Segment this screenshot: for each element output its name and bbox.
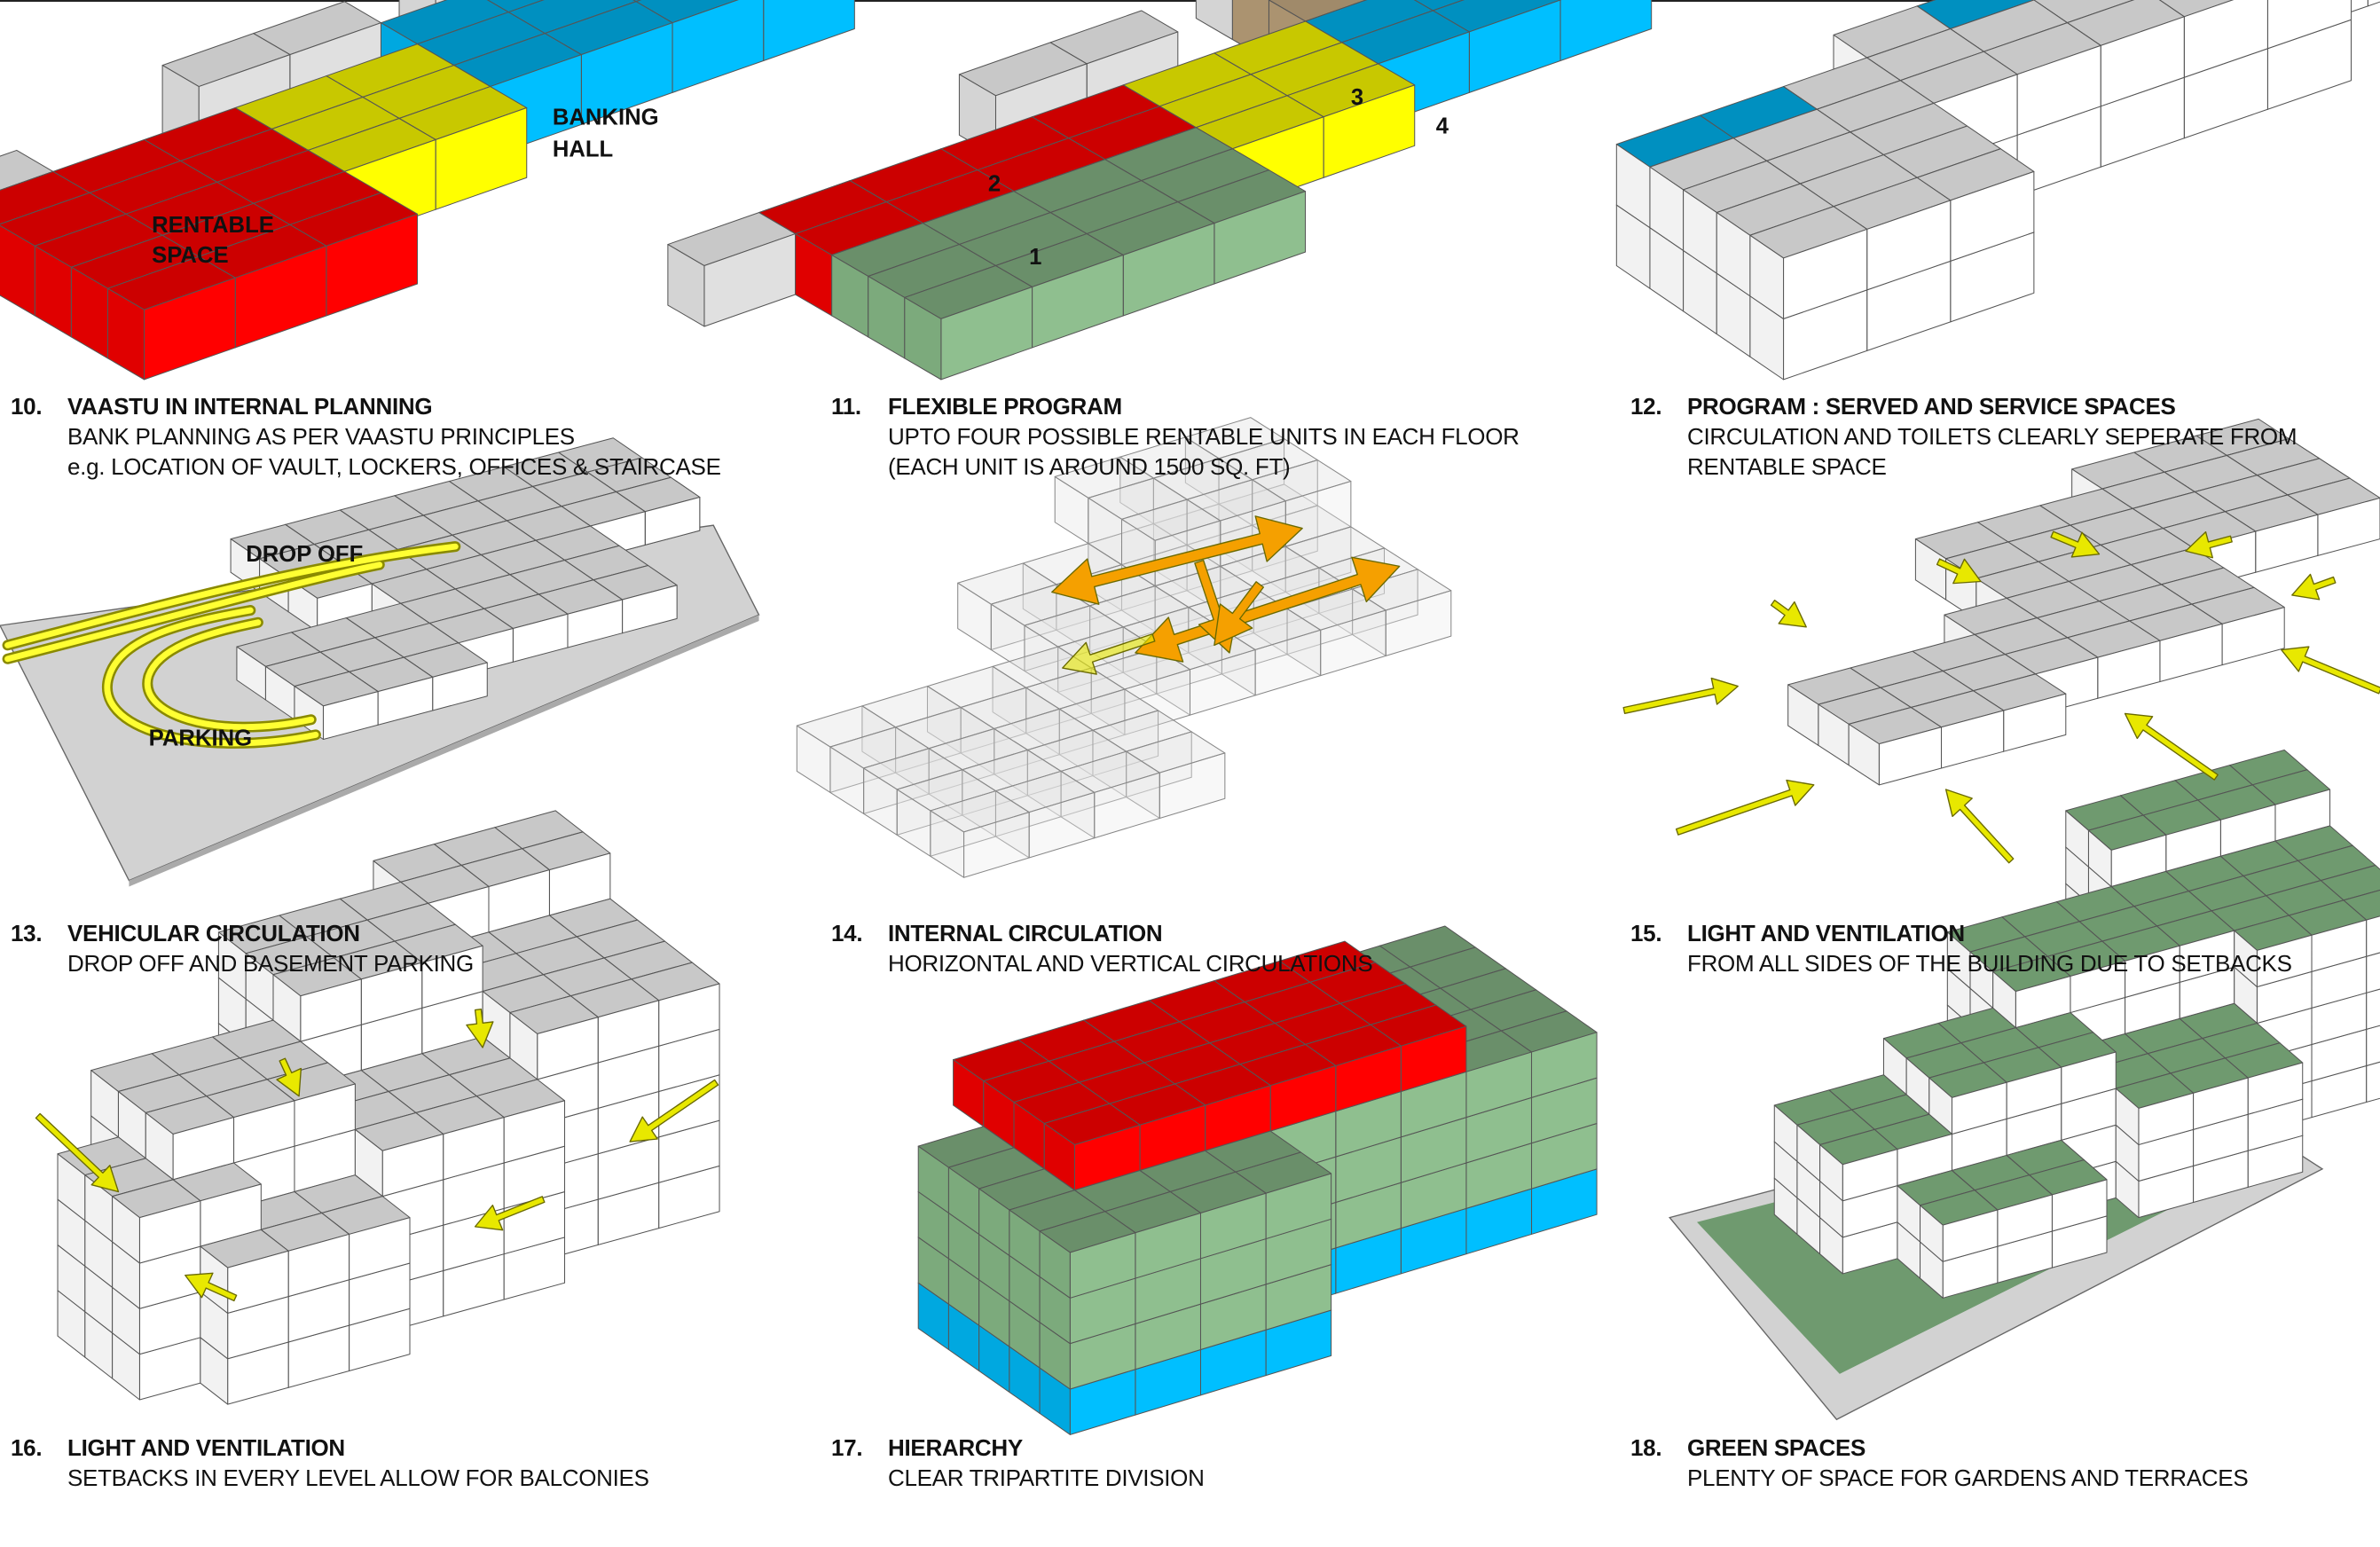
block-face: [763, 0, 855, 61]
block-top: [486, 0, 545, 13]
caption-line: DROP OFF AND BASEMENT PARKING: [67, 950, 474, 977]
block-side: [1920, 1205, 1944, 1262]
caption-line: UPTO FOUR POSSIBLE RENTABLE UNITS IN EAC…: [888, 423, 1520, 450]
arrow-icon: [629, 1079, 719, 1143]
arrow-icon: [1770, 600, 1807, 628]
caption-line: FROM ALL SIDES OF THE BUILDING DUE TO SE…: [1687, 950, 2292, 977]
caption-number: 14.: [831, 920, 863, 946]
block-side: [1749, 234, 1785, 319]
caption-title: VEHICULAR CIRCULATION: [67, 920, 360, 946]
panel-16-massing: [57, 810, 720, 1405]
block-side: [1039, 1230, 1071, 1299]
block-side: [2087, 829, 2112, 888]
arrow-icon: [185, 1272, 238, 1302]
caption-line: CLEAR TRIPARTITE DIVISION: [888, 1465, 1205, 1491]
label-drop-off: DROP OFF: [246, 542, 363, 567]
caption-title: PROGRAM : SERVED AND SERVICE SPACES: [1687, 393, 2176, 420]
caption-number: 13.: [11, 920, 43, 946]
block-side: [930, 810, 965, 878]
caption-number: 15.: [1630, 920, 1662, 946]
block-side: [1195, 0, 1233, 41]
caption-line: (EACH UNIT IS AROUND 1500 SQ. FT): [888, 453, 1291, 480]
arrow-icon: [276, 1057, 302, 1097]
arrow-icon: [466, 1009, 494, 1048]
arrow-icon: [1051, 515, 1303, 605]
top-border: [0, 0, 2380, 2]
block-side: [904, 296, 942, 381]
arrow-icon: [474, 1196, 546, 1231]
block-side: [2234, 930, 2258, 987]
label-parking: PARKING: [149, 726, 252, 750]
caption-title: INTERNAL CIRCULATION: [888, 920, 1163, 946]
caption-title: HIERARCHY: [888, 1434, 1023, 1461]
caption-title: FLEXIBLE PROGRAM: [888, 393, 1122, 420]
arrow-icon: [1135, 556, 1401, 663]
caption-number: 18.: [1630, 1434, 1662, 1461]
vehicular-paths: [2, 541, 461, 749]
arrow-icon: [1944, 789, 2015, 864]
caption-line: BANK PLANNING AS PER VAASTU PRINCIPLES: [67, 423, 575, 450]
arrow-icon: [2124, 712, 2219, 781]
arrow-icon: [2281, 646, 2380, 695]
arrow-icon: [2185, 530, 2233, 559]
arrows: [35, 515, 2380, 1302]
caption-line: CIRCULATION AND TOILETS CLEARLY SEPERATE…: [1687, 423, 2298, 450]
label-unit-1: 1: [1029, 245, 1041, 270]
caption-number: 10.: [11, 393, 43, 420]
block-top: [1413, 0, 1465, 12]
caption-number: 12.: [1630, 393, 1662, 420]
panel-10-massing: [0, 0, 855, 381]
arrow-icon: [1062, 633, 1156, 675]
arrow-icon: [35, 1112, 120, 1193]
block-side: [112, 1196, 140, 1264]
block-side: [1848, 723, 1880, 786]
label-unit-3: 3: [1351, 85, 1363, 110]
caption-line: SETBACKS IN EVERY LEVEL ALLOW FOR BALCON…: [67, 1465, 649, 1491]
massing-blocks: [0, 0, 2380, 1435]
arrow-icon: [1675, 779, 1815, 836]
label-banking: BANKING: [553, 105, 659, 130]
caption-line: HORIZONTAL AND VERTICAL CIRCULATIONS: [888, 950, 1373, 977]
block-side: [667, 244, 705, 327]
panel-13-massing: [230, 437, 701, 741]
block-side: [1819, 1143, 1843, 1202]
arrow-icon: [2291, 573, 2337, 601]
caption-title: LIGHT AND VENTILATION: [67, 1434, 345, 1461]
arrow-icon: [1622, 677, 1739, 715]
panel-14-massing: [796, 417, 1452, 878]
arrow-icon: [1936, 558, 1982, 585]
diagram-labels: RENTABLE SPACE BANKING HALL 1 2 3 4 DROP…: [149, 85, 1449, 750]
arrow-icon: [1214, 581, 1265, 647]
caption-title: GREEN SPACES: [1687, 1434, 1866, 1461]
label-rentable: RENTABLE: [152, 213, 274, 238]
caption-line: PLENTY OF SPACE FOR GARDENS AND TERRACES: [1687, 1465, 2249, 1491]
label-unit-2: 2: [988, 172, 1001, 197]
caption-line: e.g. LOCATION OF VAULT, LOCKERS, OFFICES…: [67, 453, 721, 480]
panel-18-massing: [1773, 749, 2380, 1299]
caption-line: RENTABLE SPACE: [1687, 453, 1887, 480]
panel-12-massing: [1615, 0, 2380, 381]
block-face: [1559, 0, 1653, 61]
panel-11-massing: [667, 0, 1653, 381]
panel-17-massing: [917, 925, 1598, 1435]
caption-title: LIGHT AND VENTILATION: [1687, 920, 1965, 946]
label-unit-4: 4: [1436, 114, 1449, 139]
block-face: [2367, 0, 2380, 7]
caption-number: 16.: [11, 1434, 43, 1461]
label-hall: HALL: [553, 137, 613, 161]
arrow-icon: [2050, 530, 2101, 558]
caption-number: 17.: [831, 1434, 863, 1461]
caption-title: VAASTU IN INTERNAL PLANNING: [67, 393, 433, 420]
caption-number: 11.: [831, 393, 861, 420]
block-side: [106, 287, 145, 381]
label-space: SPACE: [152, 243, 228, 268]
panel-15-massing: [1787, 418, 2380, 786]
